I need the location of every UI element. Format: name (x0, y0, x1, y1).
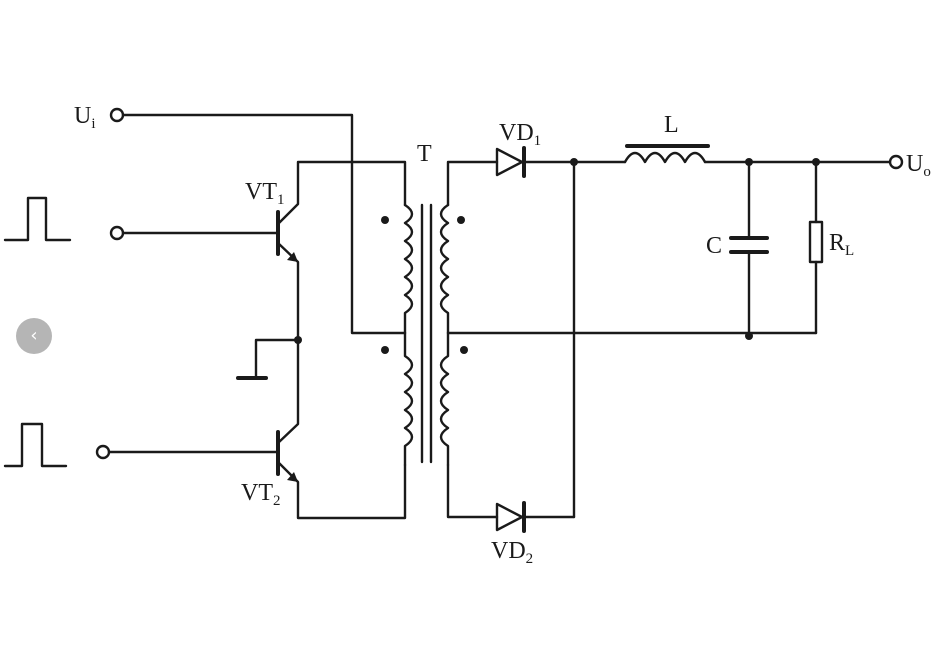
input-terminal-ui (109, 107, 125, 123)
diode-vd1 (495, 146, 627, 178)
secondary-top-wire (446, 160, 499, 207)
label-vd1: VD1 (499, 120, 541, 149)
label-vt2: VT2 (241, 480, 281, 509)
resistor-rl (808, 158, 824, 335)
label-transformer-t: T (417, 141, 432, 167)
base-terminal-vt2 (95, 444, 111, 460)
transistor-vt2 (276, 338, 407, 520)
polarity-dot-primary-lower (381, 346, 389, 354)
label-uo: Uo (906, 151, 931, 180)
inductor-l (623, 144, 892, 164)
secondary-winding-lower (439, 331, 450, 467)
ground-symbol (236, 336, 302, 380)
secondary-bottom-wire (446, 463, 499, 519)
transistor-vt1 (276, 160, 407, 342)
label-vt1: VT1 (245, 179, 285, 208)
polarity-dot-secondary-upper (457, 216, 465, 224)
drive-pulse-2 (3, 422, 68, 468)
supply-wire (121, 113, 407, 335)
primary-winding-upper (403, 203, 414, 335)
chevron-left-icon: ‹ (30, 325, 38, 346)
capacitor-c (729, 158, 769, 340)
polarity-dot-secondary-lower (460, 346, 468, 354)
label-capacitor-c: C (706, 233, 722, 259)
previous-image-button[interactable]: ‹ (16, 318, 52, 354)
primary-winding-lower (403, 331, 414, 467)
secondary-winding-upper (439, 203, 450, 335)
label-vd2: VD2 (491, 538, 533, 567)
drive-pulse-1 (3, 196, 72, 242)
diode-vd2 (495, 501, 576, 533)
label-ui: Ui (74, 103, 96, 132)
label-resistor-rl: RL (829, 230, 854, 259)
output-terminal-uo (888, 154, 904, 170)
polarity-dot-primary-upper (381, 216, 389, 224)
base-terminal-vt1 (109, 225, 125, 241)
label-inductor-l: L (664, 112, 679, 138)
